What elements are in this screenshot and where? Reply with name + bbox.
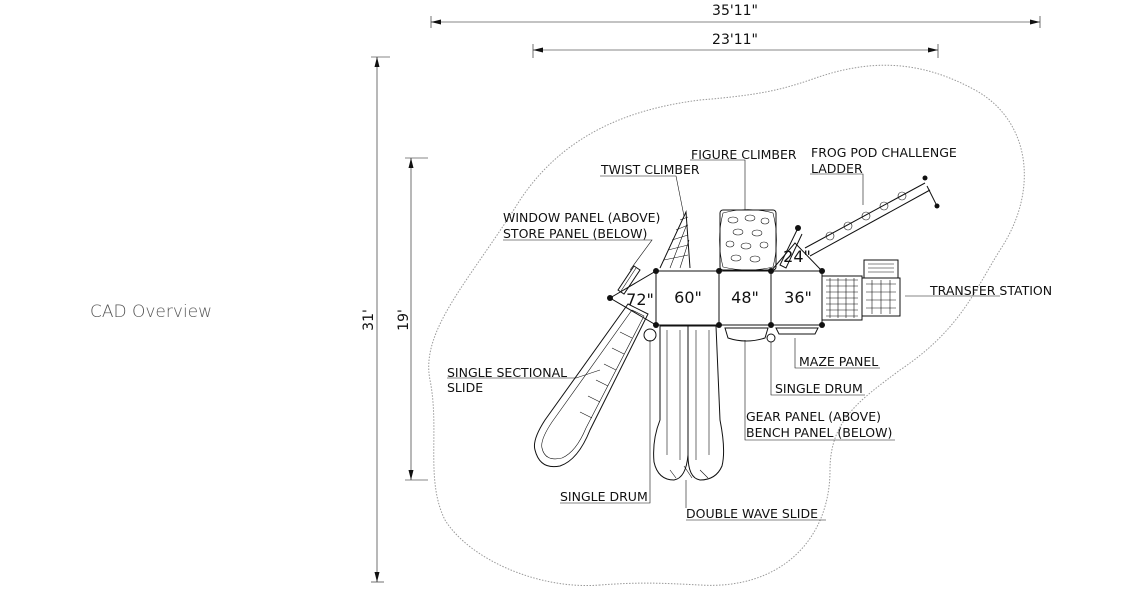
label-transfer-station: TRANSFER STATION [929, 283, 1052, 298]
frog-pod-ladder [779, 175, 940, 269]
overall-depth-dimension: 31' [361, 56, 390, 583]
overall-width-label: 35'11" [712, 3, 758, 19]
label-maze-panel: MAZE PANEL [799, 354, 878, 369]
structure-width-label: 23'11" [712, 32, 758, 48]
deck-48-label: 48" [731, 288, 759, 307]
overall-depth-label: 31' [361, 309, 377, 331]
structure-depth-dimension: 19' [396, 157, 428, 481]
label-single-drum-left: SINGLE DRUM [560, 489, 648, 504]
deck-36-label: 36" [784, 288, 812, 307]
label-single-sectional-1: SINGLE SECTIONAL [447, 365, 567, 380]
leader-lines [447, 159, 1000, 521]
label-twist-climber: TWIST CLIMBER [600, 162, 700, 177]
window-panel [617, 265, 641, 295]
double-wave-slide [653, 325, 725, 481]
label-double-wave-slide: DOUBLE WAVE SLIDE [686, 506, 818, 521]
label-figure-climber: FIGURE CLIMBER [691, 147, 797, 162]
twist-climber [659, 210, 691, 269]
label-gear-panel: GEAR PANEL (ABOVE) [746, 409, 881, 424]
label-store-panel: STORE PANEL (BELOW) [503, 226, 647, 241]
label-window-panel: WINDOW PANEL (ABOVE) [503, 210, 660, 225]
overall-width-dimension: 35'11" [430, 3, 1041, 28]
structure-depth-label: 19' [396, 309, 412, 331]
below-deck-panels [643, 327, 819, 343]
single-sectional-slide [534, 303, 649, 468]
component-labels: FIGURE CLIMBER FROG POD CHALLENGE LADDER… [447, 145, 1052, 521]
label-single-drum-right: SINGLE DRUM [775, 381, 863, 396]
label-bench-panel: BENCH PANEL (BELOW) [746, 425, 892, 440]
deck-24-label: 24" [783, 247, 811, 266]
page-title: CAD Overview [90, 302, 213, 322]
use-zone-boundary [428, 64, 1025, 587]
label-frog-pod-2: LADDER [811, 161, 863, 176]
structure-width-dimension: 23'11" [532, 32, 939, 58]
figure-climber [719, 209, 777, 271]
deck-60-label: 60" [674, 288, 702, 307]
label-frog-pod-1: FROG POD CHALLENGE [811, 145, 957, 160]
transfer-station [821, 259, 901, 321]
label-single-sectional-2: SLIDE [447, 380, 483, 395]
deck-72-label: 72" [626, 290, 654, 309]
